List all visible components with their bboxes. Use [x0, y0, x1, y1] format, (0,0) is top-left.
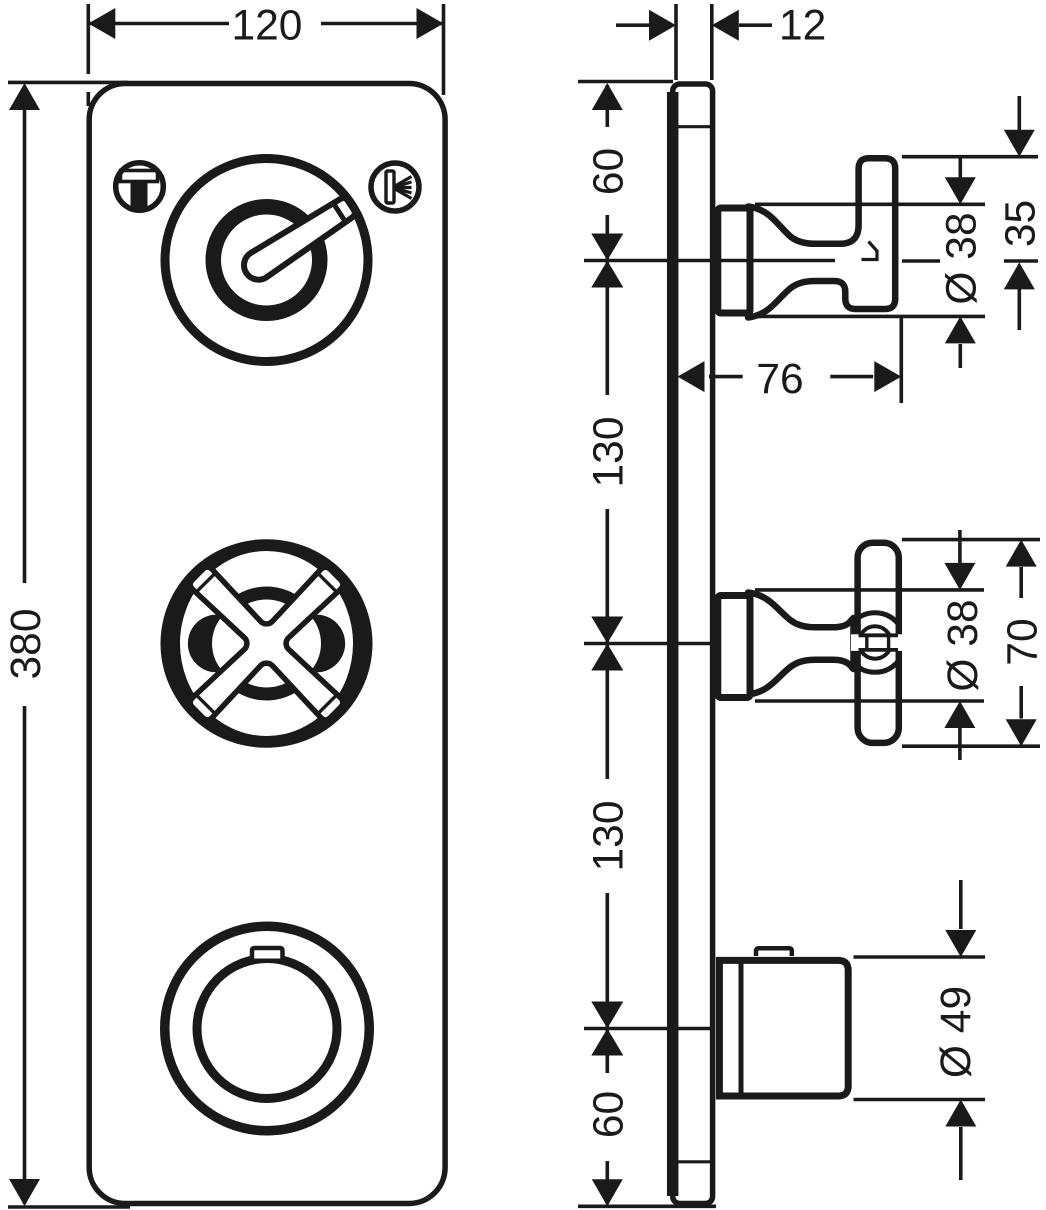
svg-text:Ø 38: Ø 38: [939, 212, 986, 304]
svg-text:60: 60: [586, 1091, 633, 1138]
svg-text:Ø 49: Ø 49: [933, 986, 980, 1078]
svg-text:60: 60: [586, 148, 633, 195]
svg-text:70: 70: [999, 618, 1046, 665]
svg-text:Ø 38: Ø 38: [940, 599, 987, 691]
svg-text:120: 120: [232, 3, 303, 50]
svg-text:380: 380: [3, 609, 50, 680]
svg-text:35: 35: [998, 200, 1045, 247]
svg-text:76: 76: [756, 356, 803, 403]
svg-text:12: 12: [779, 3, 826, 50]
svg-text:130: 130: [586, 801, 633, 872]
svg-text:130: 130: [586, 417, 633, 488]
